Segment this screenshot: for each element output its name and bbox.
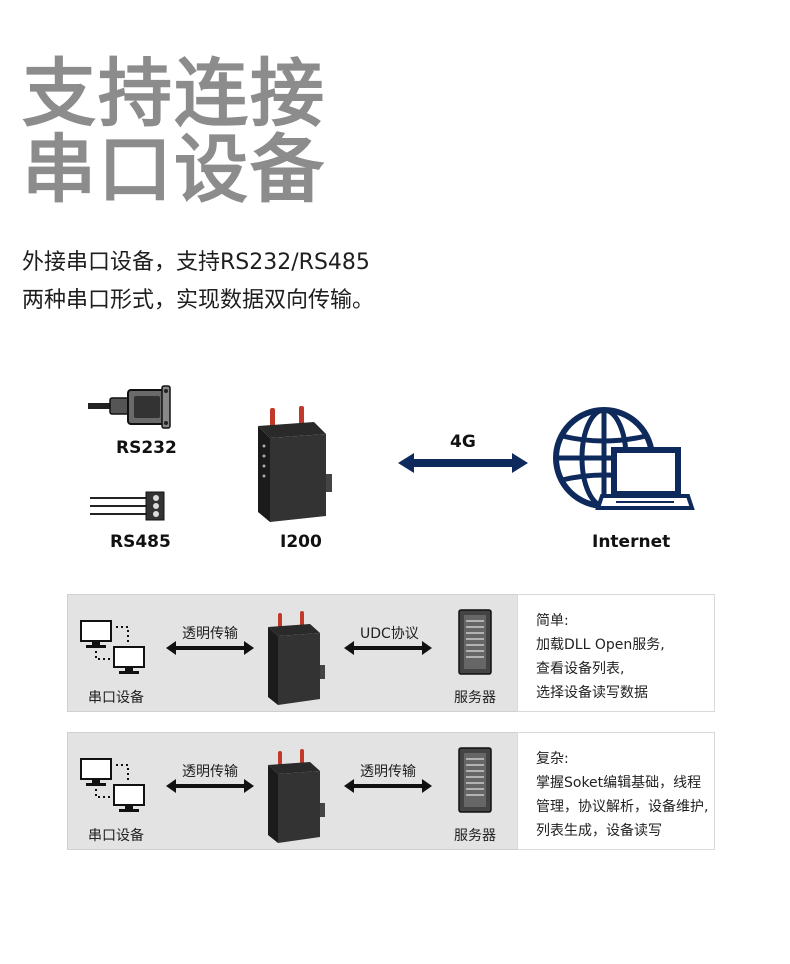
note-line: 选择设备读写数据 — [536, 685, 648, 701]
server-label: 服务器 — [454, 828, 496, 844]
link1-double-arrow-icon — [166, 641, 254, 655]
description-line-2: 两种串口形式，实现数据双向传输。 — [22, 288, 375, 313]
headline-line-2: 串口设备 — [22, 127, 326, 213]
4g-label: 4G — [450, 432, 476, 452]
headline: 支持连接 串口设备 — [22, 56, 326, 208]
panel-complex: 串口设备 透明传输 透明传输 服务器 复杂: 掌握Soket编辑基础，线程 管理… — [67, 732, 715, 850]
description: 外接串口设备，支持RS232/RS485 两种串口形式，实现数据双向传输。 — [22, 244, 374, 320]
serial-device-icon — [80, 620, 145, 674]
link1-label: 透明传输 — [182, 626, 238, 642]
link2-label: 透明传输 — [360, 764, 416, 780]
note-line: 简单: — [536, 613, 569, 629]
server-icon — [458, 609, 492, 675]
server-icon — [458, 747, 492, 813]
link2-double-arrow-icon — [344, 779, 432, 793]
description-line-1: 外接串口设备，支持RS232/RS485 — [22, 250, 370, 275]
link1-label: 透明传输 — [182, 764, 238, 780]
i200-router-icon — [258, 406, 332, 522]
serial-device-label: 串口设备 — [88, 690, 144, 706]
rs232-connector-icon — [88, 385, 171, 429]
note-line: 掌握Soket编辑基础，线程 — [536, 775, 702, 791]
i200-label: I200 — [280, 532, 322, 552]
serial-device-label: 串口设备 — [88, 828, 144, 844]
rs485-terminal-icon — [90, 491, 165, 521]
rs232-label: RS232 — [116, 438, 177, 458]
note-line: 复杂: — [536, 751, 569, 767]
headline-line-1: 支持连接 — [22, 51, 326, 137]
router-icon — [268, 749, 325, 843]
note-line: 加载DLL Open服务, — [536, 637, 665, 653]
4g-double-arrow-icon — [398, 453, 528, 473]
link2-double-arrow-icon — [344, 641, 432, 655]
serial-device-icon — [80, 758, 145, 812]
note-line: 列表生成，设备读写 — [536, 823, 662, 839]
panel-note: 复杂: 掌握Soket编辑基础，线程 管理，协议解析，设备维护, 列表生成，设备… — [517, 732, 715, 850]
server-label: 服务器 — [454, 690, 496, 706]
note-line: 查看设备列表, — [536, 661, 625, 677]
panel-note: 简单: 加载DLL Open服务, 查看设备列表, 选择设备读写数据 — [517, 594, 715, 712]
link1-double-arrow-icon — [166, 779, 254, 793]
rs485-label: RS485 — [110, 532, 171, 552]
link2-label: UDC协议 — [360, 626, 419, 642]
note-line: 管理，协议解析，设备维护, — [536, 799, 709, 815]
internet-globe-laptop-icon — [553, 407, 695, 510]
router-icon — [268, 611, 325, 705]
panel-simple: 串口设备 透明传输 UDC协议 服务器 简单: 加载DLL Open服务, 查看… — [67, 594, 715, 712]
internet-label: Internet — [592, 532, 671, 552]
